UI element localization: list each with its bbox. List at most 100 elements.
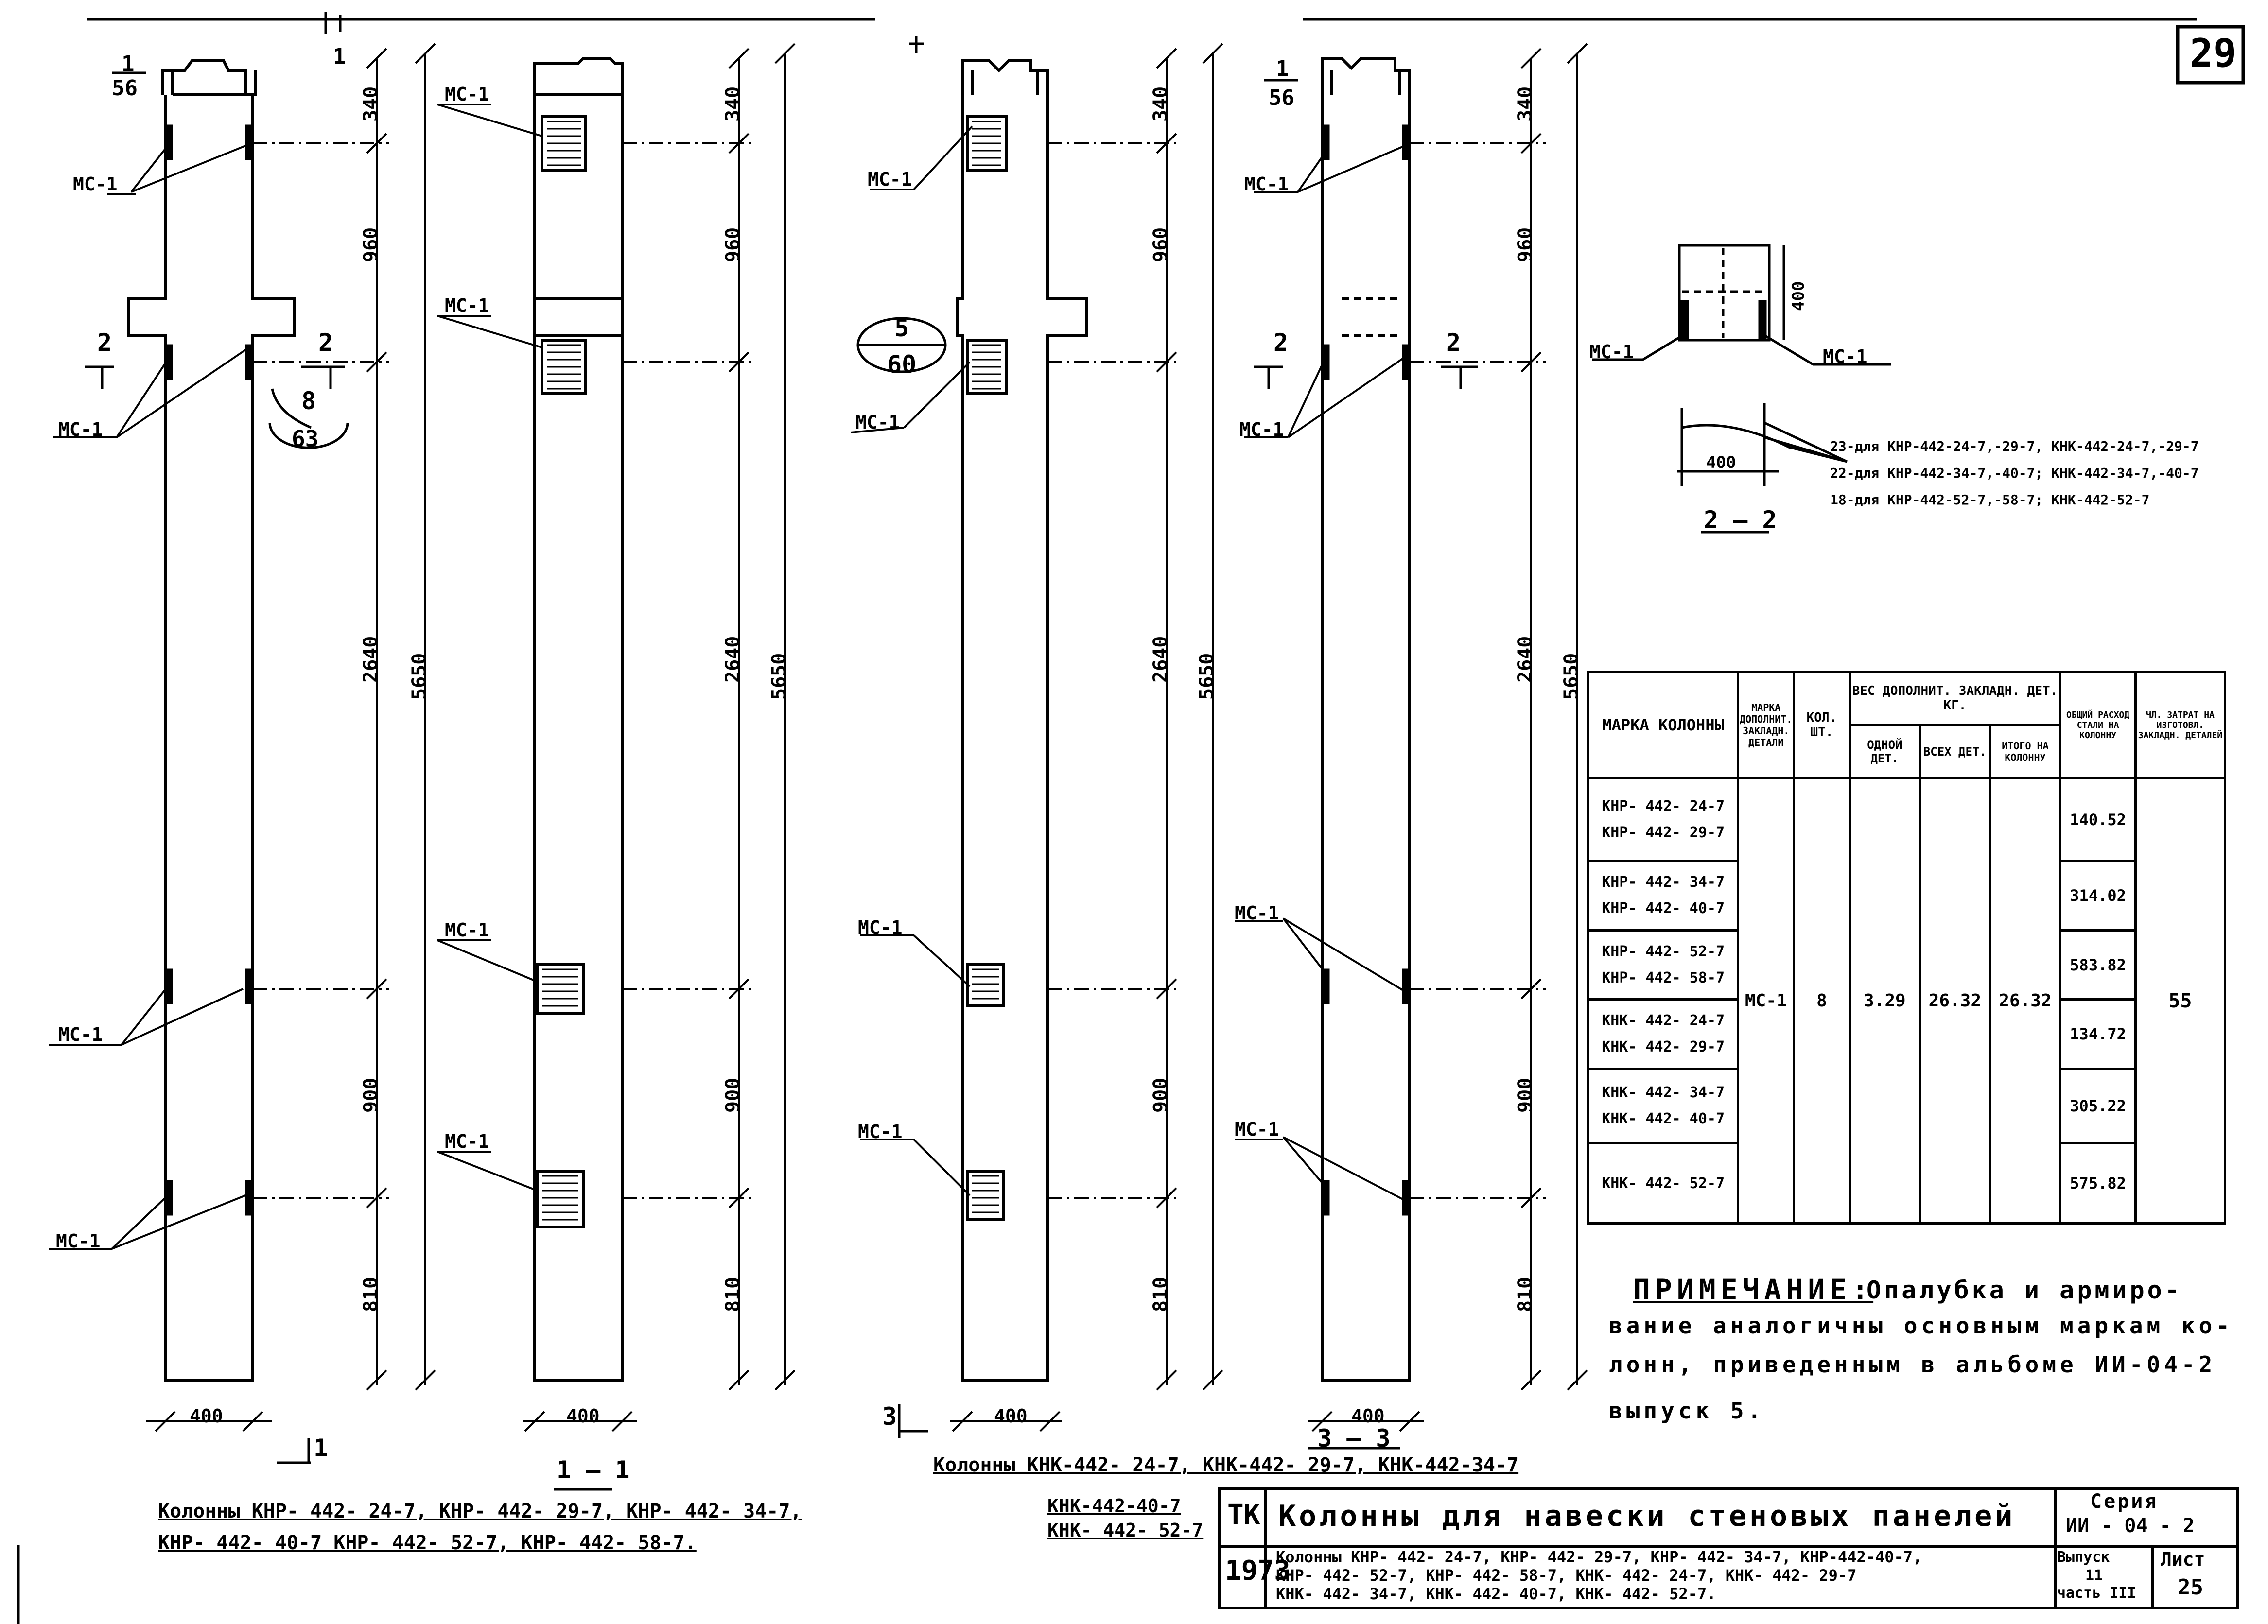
caption-knk-line-1: Колонны КНК-442- 24-7, КНК-442- 29-7, КН… (933, 1454, 1519, 1476)
cell-rashod: 314.02 (2059, 860, 2137, 932)
cell-rashod: 575.82 (2059, 1142, 2137, 1225)
cell-rashod: 583.82 (2059, 929, 2137, 1001)
title-sub-2: КНР- 442- 52-7, КНР- 442- 58-7, КНК- 442… (1276, 1566, 1857, 1585)
header-marka-detail: МАРКА ДОПОЛНИТ. ЗАКЛАДН. ДЕТАЛИ (1737, 670, 1796, 780)
header-rashod: ОБЩИЙ РАСХОД СТАЛИ НА КОЛОННУ (2059, 670, 2137, 780)
marka-line: КНК- 442- 34-7 (1602, 1084, 1725, 1102)
list-value: 25 (2178, 1575, 2203, 1600)
dim-400: 400 (566, 1405, 600, 1427)
seria-label: Серия (2090, 1490, 2159, 1513)
mc1-label: МС-1 (1589, 341, 1634, 363)
embedded-plates (165, 124, 1410, 1216)
dim-2640: 2640 (360, 636, 382, 683)
dim-400-height: 400 (1789, 281, 1808, 311)
section-1-num: 1 (1276, 56, 1289, 81)
marka-line: КНР- 442- 24-7 (1602, 797, 1725, 815)
cut-3-label: 3 (882, 1402, 897, 1431)
title-block (1218, 1487, 2239, 1609)
section-markers (85, 12, 1478, 1491)
seria-value: ИИ - 04 - 2 (2066, 1515, 2195, 1537)
specification-table: МАРКА КОЛОННЫ МАРКА ДОПОЛНИТ. ЗАКЛАДН. Д… (1587, 670, 2227, 1225)
cell-itogo: 26.32 (1989, 777, 2062, 1225)
section-2-label: 2 (97, 328, 112, 357)
detail-8-den: 63 (292, 426, 319, 452)
section-1-num: 1 (122, 52, 135, 76)
header-marka: МАРКА КОЛОННЫ (1587, 670, 1740, 780)
dim-400-width: 400 (1706, 453, 1736, 472)
caption-knr-line-1: Колонны КНР- 442- 24-7, КНР- 442- 29-7, … (158, 1500, 802, 1522)
dim-960: 960 (1514, 227, 1536, 262)
header-kol: КОЛ. ШТ. (1793, 670, 1851, 780)
table-row-marka: КНК- 442- 34-7 КНК- 442- 40-7 (1587, 1067, 1740, 1145)
section22-note-3: 18-для КНР-442-52-7,-58-7; КНК-442-52-7 (1830, 492, 2150, 508)
mc1-label: МС-1 (73, 173, 118, 195)
cut-1-label: 1 (333, 44, 346, 69)
caption-knk-line-3: КНК- 442- 52-7 (1047, 1520, 1204, 1541)
section-2-2 (1592, 244, 1891, 534)
title-sub-1: Колонны КНР- 442- 24-7, КНР- 442- 29-7, … (1276, 1548, 1922, 1566)
caption-knr-line-2: КНР- 442- 40-7 КНР- 442- 52-7, КНР- 442-… (158, 1532, 697, 1554)
mc1-label: МС-1 (445, 919, 489, 941)
marka-line: КНР- 442- 29-7 (1602, 824, 1725, 841)
dim-5650: 5650 (1196, 653, 1218, 700)
marka-line: КНР- 442- 52-7 (1602, 943, 1725, 960)
axis-lines (253, 142, 1546, 1199)
cell-odnoi: 3.29 (1848, 777, 1921, 1225)
section22-note-2: 22-для КНР-442-34-7,-40-7; КНК-442-34-7,… (1830, 465, 2199, 481)
marka-line: КНК- 442- 29-7 (1602, 1038, 1725, 1056)
cell-zatrat: 55 (2134, 777, 2227, 1225)
section22-note-1: 23-для КНР-442-24-7,-29-7, КНК-442-24-7,… (1830, 438, 2199, 454)
note-line-3: лонн, приведенным в альбоме ИИ-04-2 (1609, 1351, 2216, 1378)
vypusk-label: Выпуск (2057, 1549, 2110, 1566)
dim-2640: 2640 (722, 636, 744, 683)
dim-400: 400 (994, 1405, 1028, 1427)
mc1-label: МС-1 (868, 169, 912, 190)
mc1-label: МС-1 (56, 1230, 101, 1252)
list-label: Лист (2161, 1549, 2205, 1570)
section-2-label: 2 (318, 328, 333, 357)
leader-lines (49, 104, 1406, 1250)
mc1-label: МС-1 (1823, 346, 1867, 367)
header-zatrat: ЧЛ. ЗАТРАТ НА ИЗГОТОВЛ. ЗАКЛАДН. ДЕТАЛЕЙ (2134, 670, 2227, 780)
dim-340: 340 (1514, 86, 1536, 121)
cell-rashod: 305.22 (2059, 1067, 2137, 1145)
cell-kol: 8 (1793, 777, 1851, 1225)
marka-line: КНК- 442- 52-7 (1602, 1175, 1725, 1192)
section-2-label: 2 (1446, 328, 1461, 357)
dim-2640: 2640 (1514, 636, 1536, 683)
note-line-1: Опалубка и армиро- (1867, 1276, 2182, 1304)
dim-340: 340 (360, 86, 382, 121)
sheet-number-box (2176, 25, 2245, 85)
header-itogo: ИТОГО НА КОЛОННУ (1989, 724, 2062, 780)
dim-810: 810 (1150, 1277, 1172, 1312)
header-ves: ВЕС ДОПОЛНИТ. ЗАКЛАДН. ДЕТ. КГ. (1848, 671, 2062, 726)
mc1-label: МС-1 (445, 84, 489, 105)
dim-340: 340 (1150, 86, 1172, 121)
mc1-label: МС-1 (58, 419, 103, 440)
marka-line: КНК- 442- 24-7 (1602, 1012, 1725, 1030)
drawing-title: Колонны для навески стеновых панелей (1278, 1499, 2016, 1533)
dim-340: 340 (722, 86, 744, 121)
cell-detail: МС-1 (1737, 777, 1796, 1225)
mc1-label: МС-1 (445, 295, 489, 316)
cut-1-label: 1 (314, 1434, 329, 1462)
mc1-label: МС-1 (58, 1024, 103, 1045)
marka-line: КНР- 442- 58-7 (1602, 969, 1725, 986)
section-1-den: 56 (112, 76, 138, 101)
dim-900: 900 (1514, 1077, 1536, 1113)
table-row-marka: КНР- 442- 34-7 КНР- 442- 40-7 (1587, 860, 1740, 932)
dim-810: 810 (1514, 1277, 1536, 1312)
section-1-den: 56 (1269, 86, 1294, 110)
dim-5650: 5650 (768, 653, 790, 700)
mc1-label: МС-1 (1239, 419, 1284, 440)
cell-rashod: 140.52 (2059, 777, 2137, 863)
table-row-marka: КНР- 442- 52-7 КНР- 442- 58-7 (1587, 929, 1740, 1001)
dim-5650: 5650 (408, 653, 431, 700)
cell-vseh: 26.32 (1919, 777, 1991, 1225)
mc1-label: МС-1 (1244, 173, 1289, 195)
dim-2640: 2640 (1150, 636, 1172, 683)
dim-400: 400 (190, 1405, 223, 1427)
sheet-number: 29 (2190, 31, 2237, 76)
dim-960: 960 (360, 227, 382, 262)
dim-900: 900 (1150, 1077, 1172, 1113)
